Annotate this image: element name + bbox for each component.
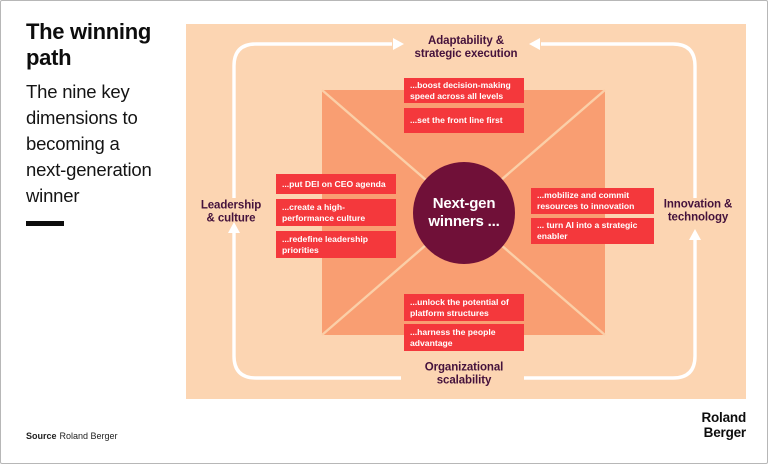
arrowhead-right-icon (393, 38, 404, 50)
action-box-front-line-first: ...set the front line first (404, 108, 524, 133)
source-value: Roland Berger (59, 431, 118, 441)
diagram-canvas: Adaptability & strategic execution Leade… (186, 24, 746, 399)
action-box-high-performance-culture: ...create a high-performance culture (276, 199, 396, 226)
title-block: The winning path The nine key dimensions… (26, 19, 176, 226)
dimension-label-adaptability: Adaptability & strategic execution (414, 35, 518, 60)
action-box-people-advantage: ...harness the people advantage (404, 324, 524, 351)
action-box-platform-structures: ...unlock the potential of platform stru… (404, 294, 524, 321)
page-title: The winning path (26, 19, 152, 70)
action-box-mobilize-resources: ...mobilize and commit resources to inno… (531, 188, 654, 214)
arrowhead-left-icon (529, 38, 540, 50)
action-box-redefine-leadership: ...redefine leadership priorities (276, 231, 396, 258)
dimension-label-leadership: Leadership & culture (200, 199, 262, 225)
arrowhead-up-right-icon (689, 229, 701, 240)
next-gen-winners-circle: Next-gen winners ... (413, 162, 515, 264)
dimension-label-innovation: Innovation & technology (663, 198, 733, 224)
action-box-boost-decision-speed: ...boost decision-making speed across al… (404, 78, 524, 103)
action-box-dei-ceo-agenda: ...put DEI on CEO agenda (276, 174, 396, 194)
dimension-label-scalability: Organizational scalability (424, 361, 504, 387)
roland-berger-logo: Roland Berger (701, 410, 746, 440)
page-subtitle: The nine key dimensions to becoming a ne… (26, 81, 152, 206)
title-dash (26, 221, 64, 226)
action-box-ai-strategic-enabler: ... turn AI into a strategic enabler (531, 218, 654, 244)
source-label: Source (26, 431, 57, 441)
